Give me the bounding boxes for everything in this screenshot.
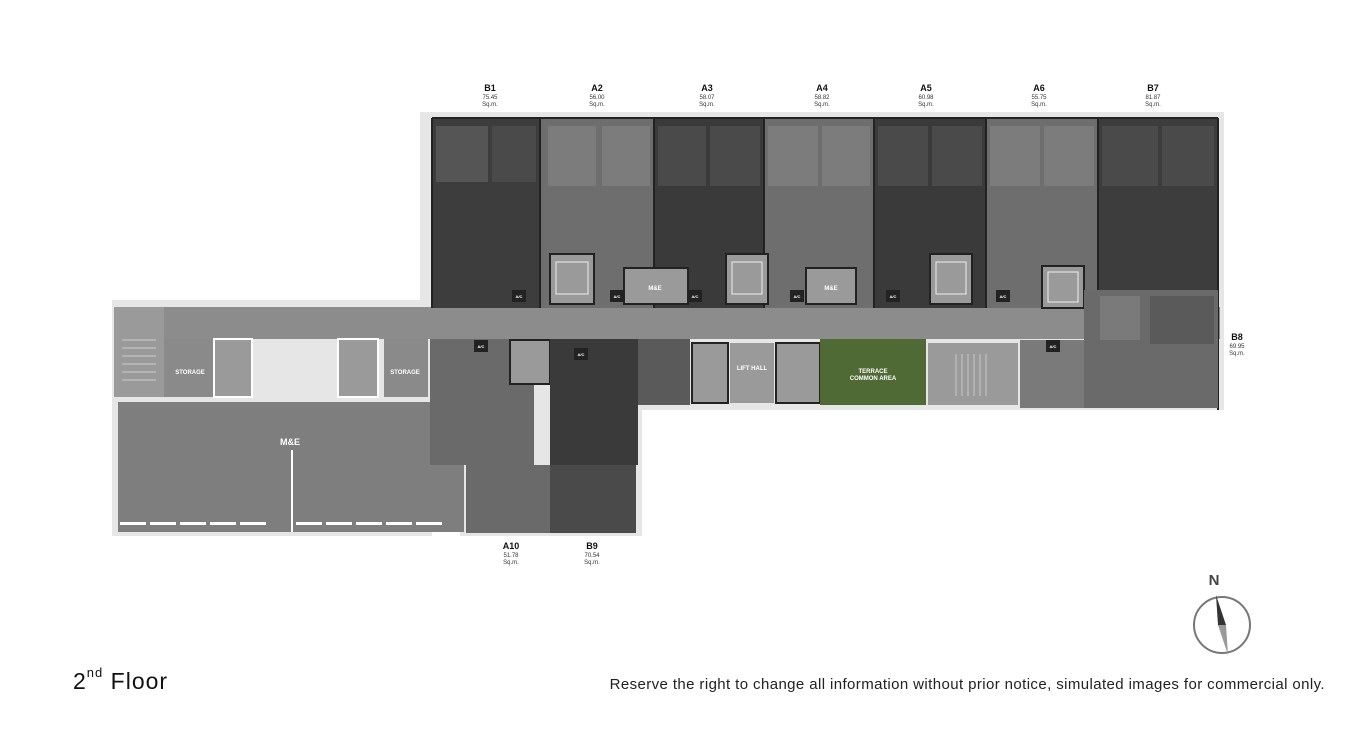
- ac-label: A/C: [478, 344, 485, 349]
- ac-markers: A/C A/C A/C A/C A/C A/C A/C A/C A/C: [474, 290, 1060, 360]
- floor-number: 2: [73, 668, 87, 694]
- unit-a10-bedroom: [466, 465, 550, 533]
- unit-area: 60.98: [918, 95, 934, 101]
- ac-label: A/C: [516, 294, 523, 299]
- terrace-label-1: TERRACE: [858, 369, 887, 375]
- unit-area-unit: Sq.m.: [1031, 102, 1047, 108]
- unit-area: 81.87: [1145, 95, 1161, 101]
- floor-ordinal-suffix: nd: [86, 665, 104, 681]
- south-stair: [928, 343, 1018, 405]
- lift-hall-room: [730, 343, 774, 403]
- unit-code: A3: [701, 83, 713, 93]
- west-lift-2: [337, 338, 379, 398]
- unit-area-unit: Sq.m.: [699, 102, 715, 108]
- unit-area-unit: Sq.m.: [589, 102, 605, 108]
- unit-area-unit: Sq.m.: [482, 102, 498, 108]
- unit-area-unit: Sq.m.: [1145, 102, 1161, 108]
- unit-code: A10: [503, 541, 520, 551]
- terrace-label-2: COMMON AREA: [850, 376, 897, 382]
- unit-b9-bedroom: [550, 465, 636, 533]
- lift-hall-label: LIFT HALL: [737, 366, 768, 372]
- unit-b9-upper: [550, 339, 638, 465]
- unit-code: B8: [1231, 332, 1243, 342]
- unit-area: 58.07: [699, 95, 715, 101]
- west-lift-1: [213, 338, 253, 398]
- storage-1-room: [164, 339, 214, 397]
- storage-2-label: STORAGE: [390, 370, 420, 376]
- unit-area-unit: Sq.m.: [814, 102, 830, 108]
- unit-code: A6: [1033, 83, 1045, 93]
- unit-area: 69.95: [1229, 344, 1245, 350]
- disclaimer-text: Reserve the right to change all informat…: [609, 676, 1325, 693]
- ac-label: A/C: [578, 352, 585, 357]
- unit-area: 58.82: [814, 95, 830, 101]
- ac-label: A/C: [794, 294, 801, 299]
- unit-area: 70.54: [584, 553, 600, 559]
- compass: N: [1193, 572, 1251, 655]
- compass-north-label: N: [1209, 572, 1220, 589]
- top-unit-rooms: [436, 126, 1214, 186]
- terrace-common-area: [820, 339, 926, 405]
- me-2-label: M&E: [824, 286, 837, 292]
- lift-south-2: [775, 342, 821, 404]
- unit-area: 55.75: [1031, 95, 1047, 101]
- me-large-label: M&E: [280, 437, 300, 447]
- compass-needle-tail: [1218, 625, 1228, 655]
- me-1-label: M&E: [648, 286, 661, 292]
- unit-code: A2: [591, 83, 603, 93]
- unit-b8-bath: [1100, 296, 1140, 340]
- south-lift: [509, 339, 551, 385]
- west-stair: [114, 307, 164, 397]
- unit-area-unit: Sq.m.: [1229, 351, 1245, 357]
- me-windows: [120, 522, 442, 525]
- unit-b9-extra: [638, 339, 690, 405]
- main-corridor: [114, 307, 1220, 339]
- unit-area-unit: Sq.m.: [918, 102, 934, 108]
- ac-label: A/C: [890, 294, 897, 299]
- lift-south-1: [691, 342, 729, 404]
- compass-ring: [1193, 596, 1251, 654]
- unit-area: 56.00: [589, 95, 605, 101]
- unit-code: A5: [920, 83, 932, 93]
- ac-label: A/C: [1050, 344, 1057, 349]
- unit-area: 75.45: [482, 95, 498, 101]
- unit-code: B9: [586, 541, 598, 551]
- storage-1-label: STORAGE: [175, 370, 205, 376]
- unit-area-unit: Sq.m.: [503, 560, 519, 566]
- unit-code: B1: [484, 83, 496, 93]
- floor-title: 2nd Floor: [73, 665, 169, 695]
- unit-b8-bedroom: [1150, 296, 1214, 344]
- ac-label: A/C: [614, 294, 621, 299]
- west-stair-treads: [122, 339, 156, 381]
- compass-needle-icon: [1216, 595, 1226, 625]
- ac-label: A/C: [1000, 294, 1007, 299]
- ac-label: A/C: [692, 294, 699, 299]
- storage-2-room: [384, 339, 428, 397]
- floor-word: Floor: [110, 668, 169, 694]
- top-lift-cores: [549, 253, 1085, 309]
- unit-code: B7: [1147, 83, 1159, 93]
- south-stair-treads: [955, 354, 987, 396]
- unit-area-unit: Sq.m.: [584, 560, 600, 566]
- unit-code: A4: [816, 83, 828, 93]
- unit-area: 51.78: [503, 553, 519, 559]
- unit-labels: B175.45Sq.m.A256.00Sq.m.A358.07Sq.m.A458…: [482, 83, 1245, 566]
